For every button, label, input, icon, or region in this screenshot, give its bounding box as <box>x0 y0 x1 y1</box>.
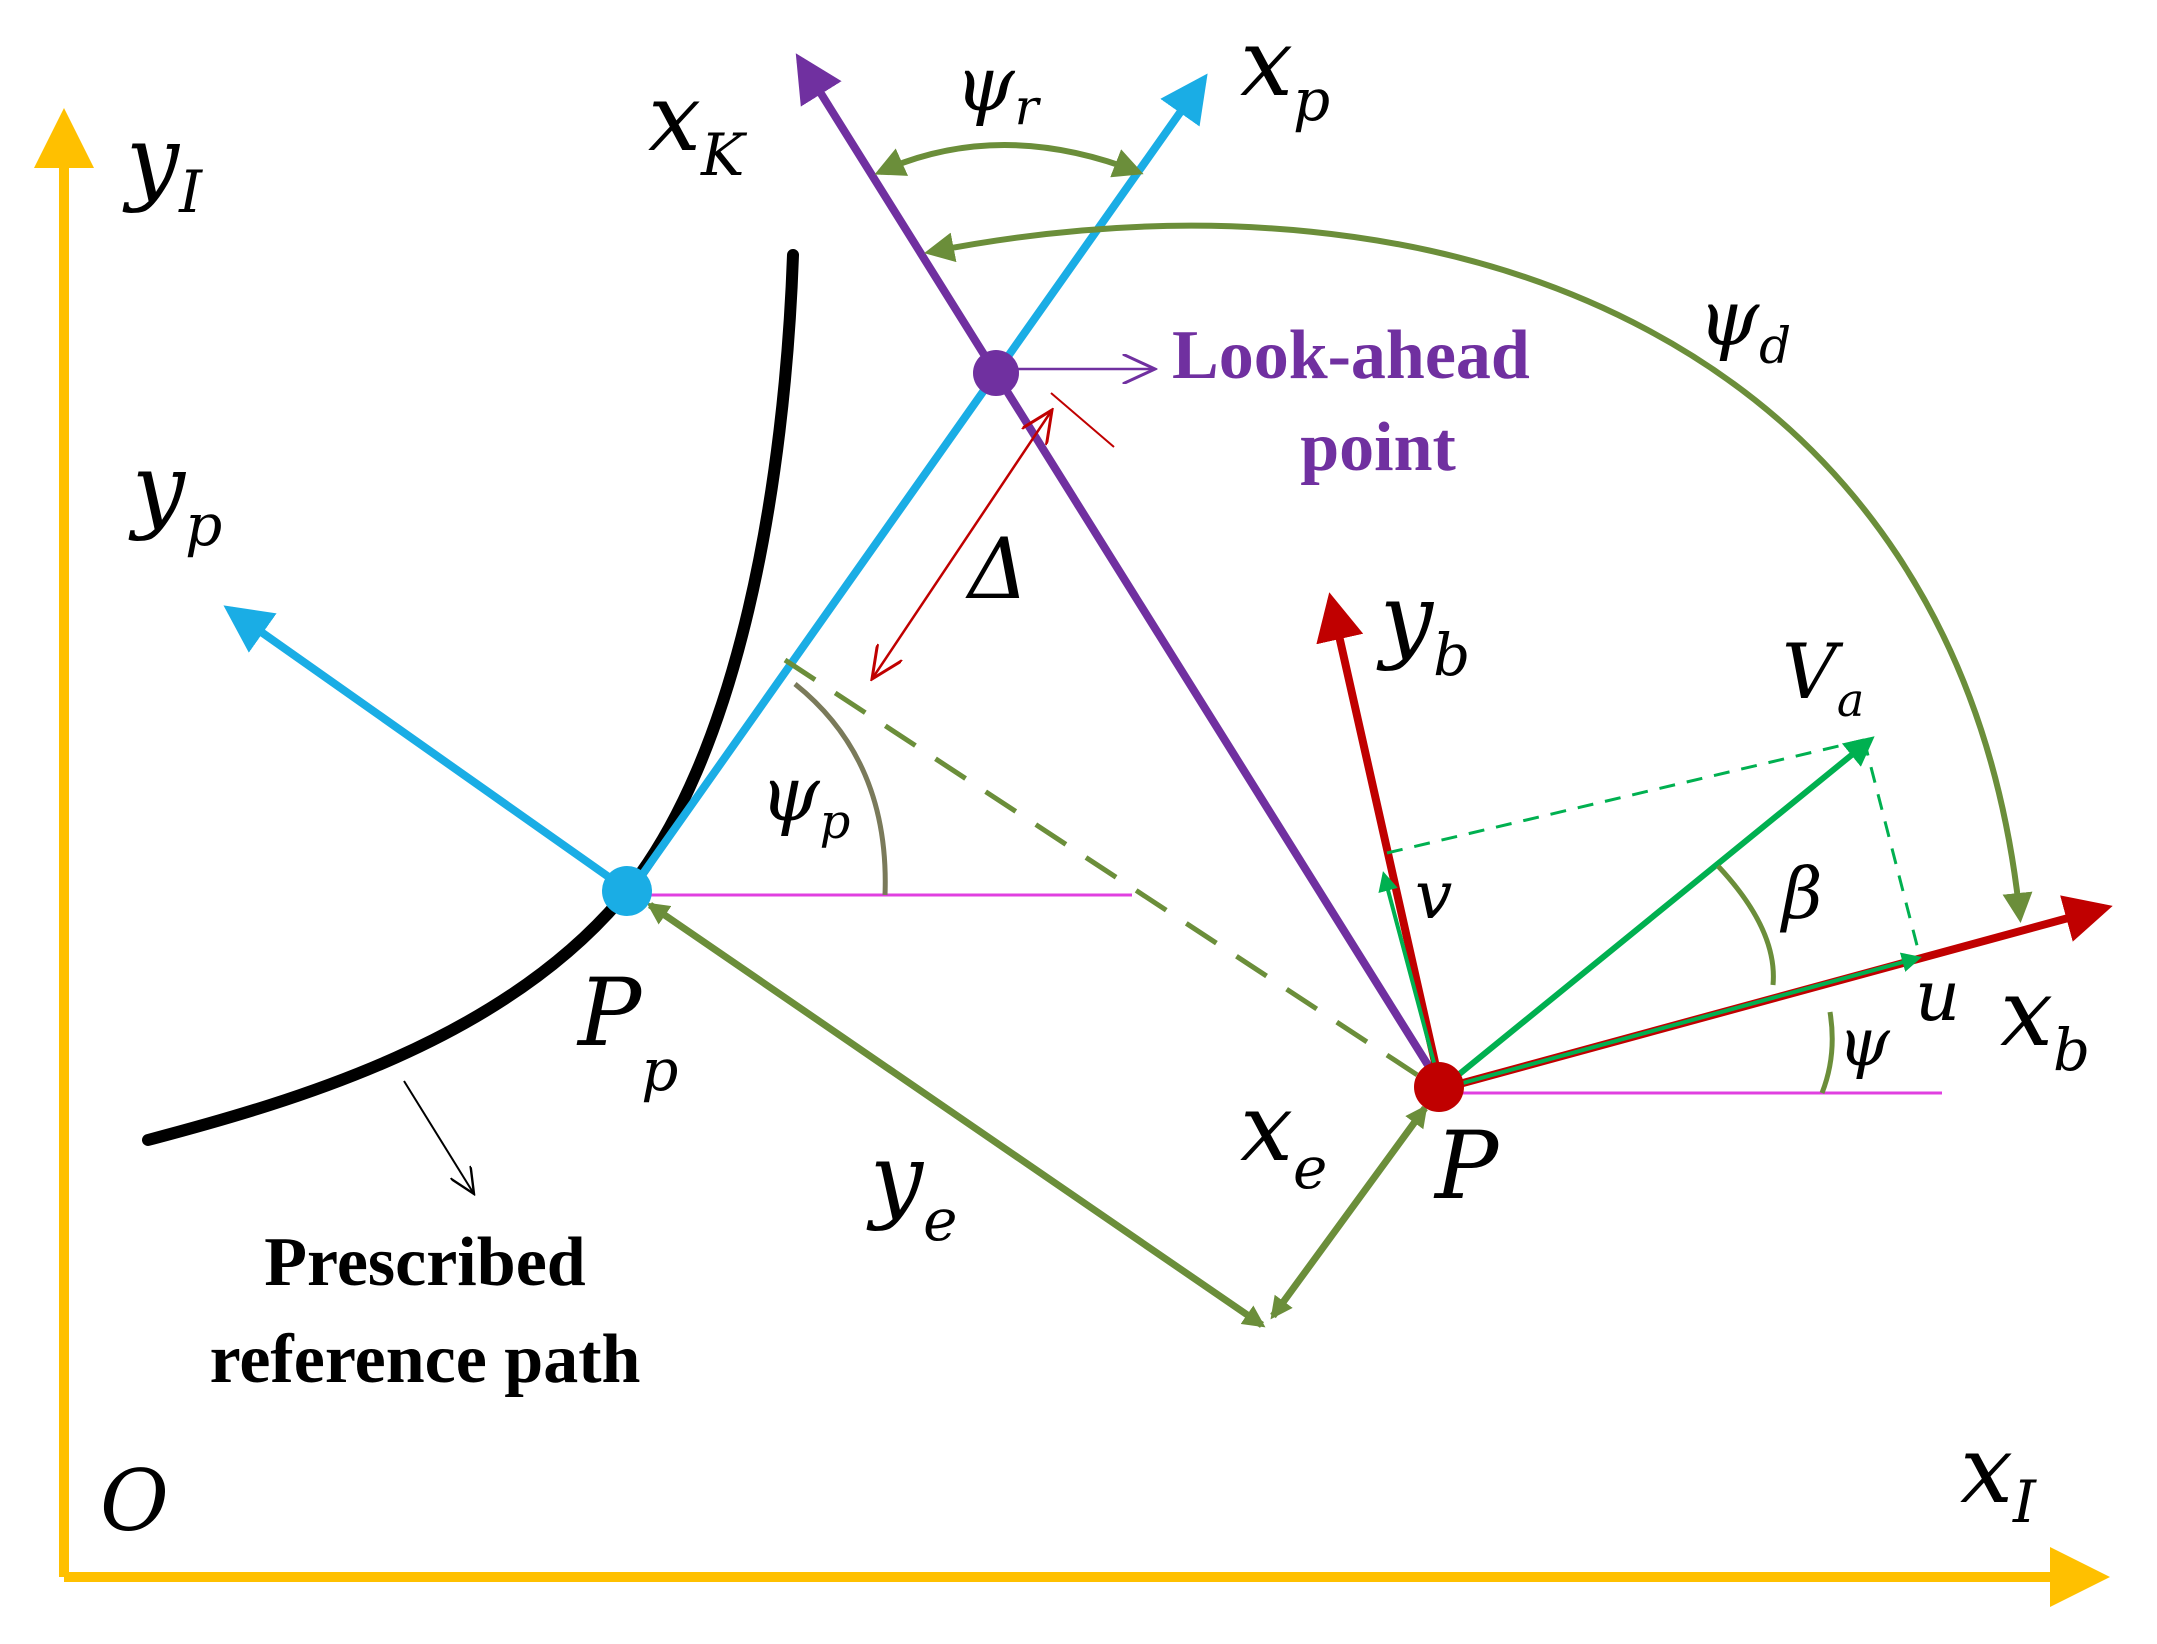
y-inertial-label: yI <box>122 106 203 226</box>
x-k-line <box>795 53 1445 1089</box>
path-annotation-line2: reference path <box>210 1321 641 1398</box>
p-label: P <box>1433 1112 1500 1221</box>
v-a-label: Va <box>1782 627 1864 727</box>
beta-arc <box>1716 864 1776 986</box>
y-path-axis <box>223 605 633 896</box>
x-inertial-label: xI <box>1960 1416 2037 1536</box>
p-p-label: Pp <box>576 959 678 1104</box>
lookahead-annotation-line1: Look-ahead <box>1172 317 1530 394</box>
reference-path-pointer <box>403 1080 474 1194</box>
x-e-arrow <box>1270 1104 1428 1320</box>
beta-label: β <box>1779 853 1822 935</box>
delta-label: Δ <box>965 520 1029 618</box>
y-b-label: yb <box>1376 564 1470 689</box>
origin-label: O <box>100 1452 169 1550</box>
psi-p-arc <box>793 682 888 896</box>
x-path-axis <box>626 73 1208 895</box>
path-point-dot <box>602 866 652 916</box>
cross-track-dashed-line <box>783 657 1427 1083</box>
y-e-arrow <box>646 902 1266 1328</box>
psi-r-arc <box>874 142 1144 178</box>
reference-path-curve <box>142 249 799 1146</box>
v-label: v <box>1415 857 1452 934</box>
psi-label: ψ <box>1838 1004 1891 1081</box>
path-annotation-line1: Prescribed <box>264 1224 585 1301</box>
psi-r-label: ψr <box>955 39 1042 136</box>
u-label: u <box>1915 955 1960 1037</box>
lookahead-point-dot <box>973 350 1019 396</box>
velocity-dashed-top <box>1386 738 1865 855</box>
u-component-arrow <box>1440 952 1922 1091</box>
lookahead-annotation-line2: point <box>1300 409 1456 486</box>
vehicle-point-dot <box>1414 1062 1464 1112</box>
psi-d-arc <box>924 222 2033 923</box>
x-b-label: xb <box>2000 959 2090 1084</box>
y-e-label: ye <box>866 1124 957 1254</box>
psi-arc <box>1819 1011 1835 1094</box>
psi-d-label: ψd <box>1698 274 1791 375</box>
y-p-label: yp <box>128 434 222 559</box>
delta-tick <box>1050 392 1115 448</box>
x-k-label: xK <box>648 64 748 189</box>
x-e-label: xe <box>1240 1074 1327 1202</box>
velocity-dashed-right <box>1862 739 1922 958</box>
x-p-label: xp <box>1240 9 1330 134</box>
psi-p-label: ψp <box>760 749 850 850</box>
